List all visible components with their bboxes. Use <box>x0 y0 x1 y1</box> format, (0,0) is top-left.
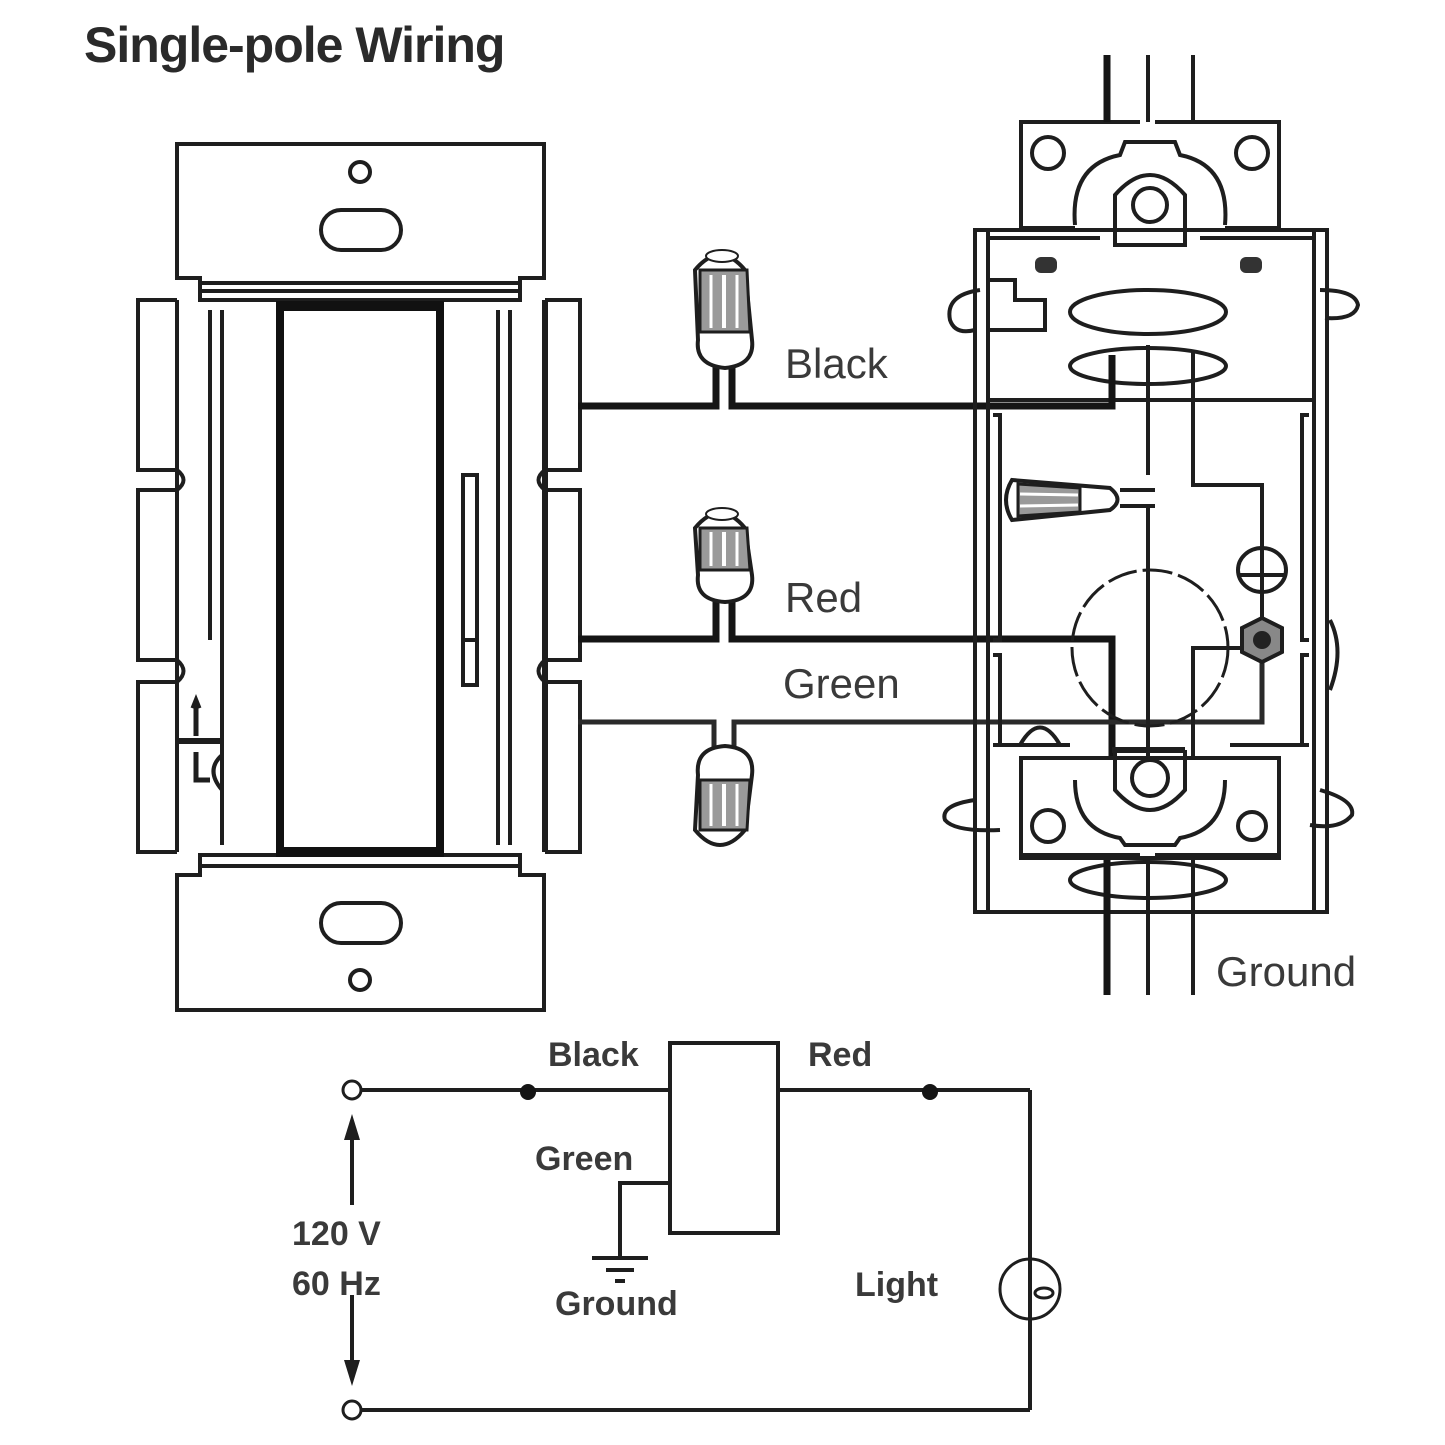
dimmer-paddle <box>276 301 444 857</box>
switch-symbol <box>668 1041 780 1235</box>
schematic-label-black: Black <box>548 1036 639 1074</box>
outgoing-cable-bottom <box>1103 860 1195 995</box>
schematic-diagram: 120 V 60 Hz Black Red Green Ground Light <box>292 1036 1062 1421</box>
dimmer-switch <box>136 142 582 1012</box>
label-red: Red <box>785 574 862 621</box>
bracket-hole <box>1234 135 1270 171</box>
bracket-hole <box>1236 810 1268 842</box>
light-bulb-icon <box>998 1257 1062 1321</box>
schematic-label-light: Light <box>855 1266 938 1304</box>
cable-knockout <box>1068 288 1228 336</box>
strap-screw-hole-bottom <box>348 968 372 992</box>
knockout-tab <box>1035 257 1057 273</box>
strap-slot-bottom <box>319 901 403 945</box>
junction-dot <box>922 1084 938 1100</box>
wire-nut-neutral <box>1004 477 1155 523</box>
label-voltage: 120 V <box>292 1215 381 1253</box>
schematic-label-green: Green <box>535 1140 633 1178</box>
air-gap-switch-icon <box>178 693 224 792</box>
top-mounting-strap <box>175 142 546 302</box>
top-device-bracket <box>947 120 1361 386</box>
wire-nut-green <box>692 743 755 847</box>
label-ground: Ground <box>1216 948 1356 995</box>
arrow-down-icon <box>344 1360 360 1386</box>
bottom-mounting-strap <box>175 853 546 1012</box>
strap-screw-hole-top <box>348 160 372 184</box>
terminal-neutral <box>341 1399 363 1421</box>
left-side-tabs <box>136 298 186 854</box>
label-frequency: 60 Hz <box>292 1265 381 1303</box>
bottom-device-bracket <box>942 725 1355 900</box>
red-wire-connection: Red <box>580 507 1116 760</box>
label-black: Black <box>785 340 889 387</box>
incoming-cable-top <box>1103 55 1264 760</box>
schematic-label-ground: Ground <box>555 1285 678 1323</box>
arrow-up-icon <box>344 1114 360 1140</box>
bracket-hole <box>1030 808 1066 844</box>
electrical-box: Ground <box>942 55 1361 995</box>
terminal-hot <box>341 1079 363 1101</box>
ground-screw <box>1236 546 1340 691</box>
wire-nut-black <box>692 249 755 371</box>
knockout-tab <box>1240 257 1262 273</box>
right-side-tabs <box>536 298 582 854</box>
junction-dot <box>520 1084 536 1100</box>
bracket-hole <box>1030 135 1066 171</box>
wire-nut-red <box>692 507 755 605</box>
box-outline <box>973 228 1329 914</box>
label-green: Green <box>783 660 900 707</box>
diagram-title: Single-pole Wiring <box>84 17 504 73</box>
schematic-label-red: Red <box>808 1036 872 1074</box>
strap-slot-top <box>319 208 403 252</box>
dimmer-slider <box>461 473 479 687</box>
